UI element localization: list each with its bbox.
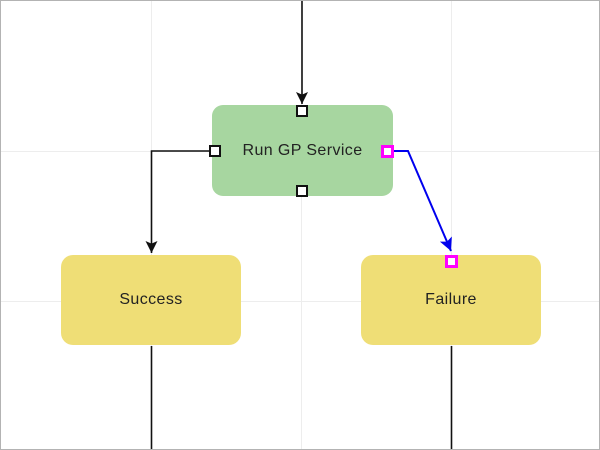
node-run-gp-service[interactable]: Run GP Service xyxy=(212,105,393,196)
node-success[interactable]: Success xyxy=(61,255,241,345)
connector-run-gp-service-to-failure[interactable] xyxy=(393,150,452,252)
port-run-gp-service-top[interactable] xyxy=(296,105,308,117)
port-failure-top-selected[interactable] xyxy=(445,255,458,268)
node-label: Success xyxy=(119,291,183,308)
connector-run-gp-service-to-success[interactable] xyxy=(145,150,210,253)
port-run-gp-service-right-selected[interactable] xyxy=(381,145,394,158)
node-label: Failure xyxy=(425,291,477,308)
port-run-gp-service-left[interactable] xyxy=(209,145,221,157)
port-run-gp-service-bottom[interactable] xyxy=(296,185,308,197)
node-label: Run GP Service xyxy=(242,141,363,159)
node-failure[interactable]: Failure xyxy=(361,255,541,345)
